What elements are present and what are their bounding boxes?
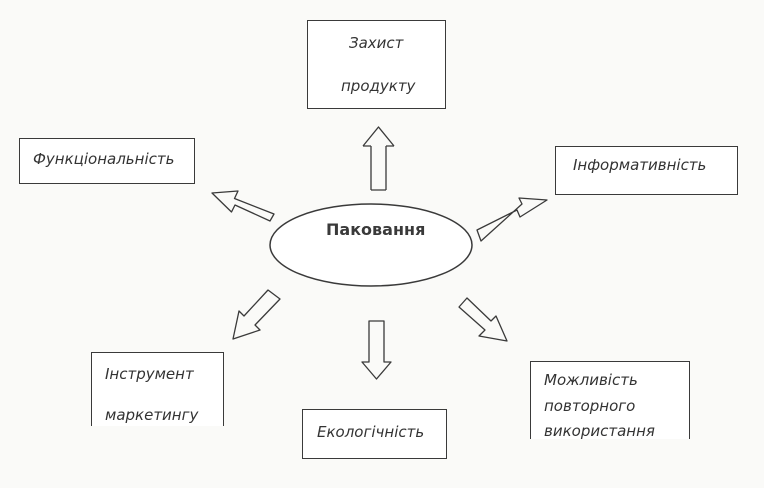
- center-ellipse: [269, 203, 473, 287]
- arrow-to-reuse: [458, 297, 508, 342]
- node-marketing-tool: Інструмент маркетингу: [91, 352, 224, 426]
- arrow-to-informativeness: [476, 197, 548, 242]
- node-reuse-line3: використання: [544, 422, 655, 440]
- node-marketing-tool-line1: Інструмент: [105, 365, 194, 383]
- node-functionality: Функціональність: [19, 138, 195, 184]
- node-reuse: Можливість повторного використання: [530, 361, 690, 440]
- node-ecology: Екологічність: [302, 409, 447, 459]
- arrow-to-marketing-tool: [232, 289, 281, 340]
- node-informativeness: Інформативність: [555, 146, 738, 195]
- arrow-down-to-ecology: [361, 320, 392, 380]
- node-informativeness-label: Інформативність: [573, 156, 707, 174]
- arrow-up-to-protection: [362, 126, 395, 191]
- node-ecology-label: Екологічність: [317, 423, 425, 441]
- arrow-to-functionality: [211, 190, 275, 222]
- node-protection-line1: Захист: [349, 34, 404, 52]
- node-functionality-label: Функціональність: [33, 150, 175, 168]
- node-reuse-line2: повторного: [544, 397, 636, 415]
- node-marketing-tool-line2: маркетингу: [105, 406, 199, 424]
- center-label: Паковання: [326, 220, 426, 239]
- node-reuse-line1: Можливість: [544, 371, 638, 389]
- node-protection-line2: продукту: [341, 77, 416, 95]
- node-protection: Захист продукту: [307, 20, 446, 109]
